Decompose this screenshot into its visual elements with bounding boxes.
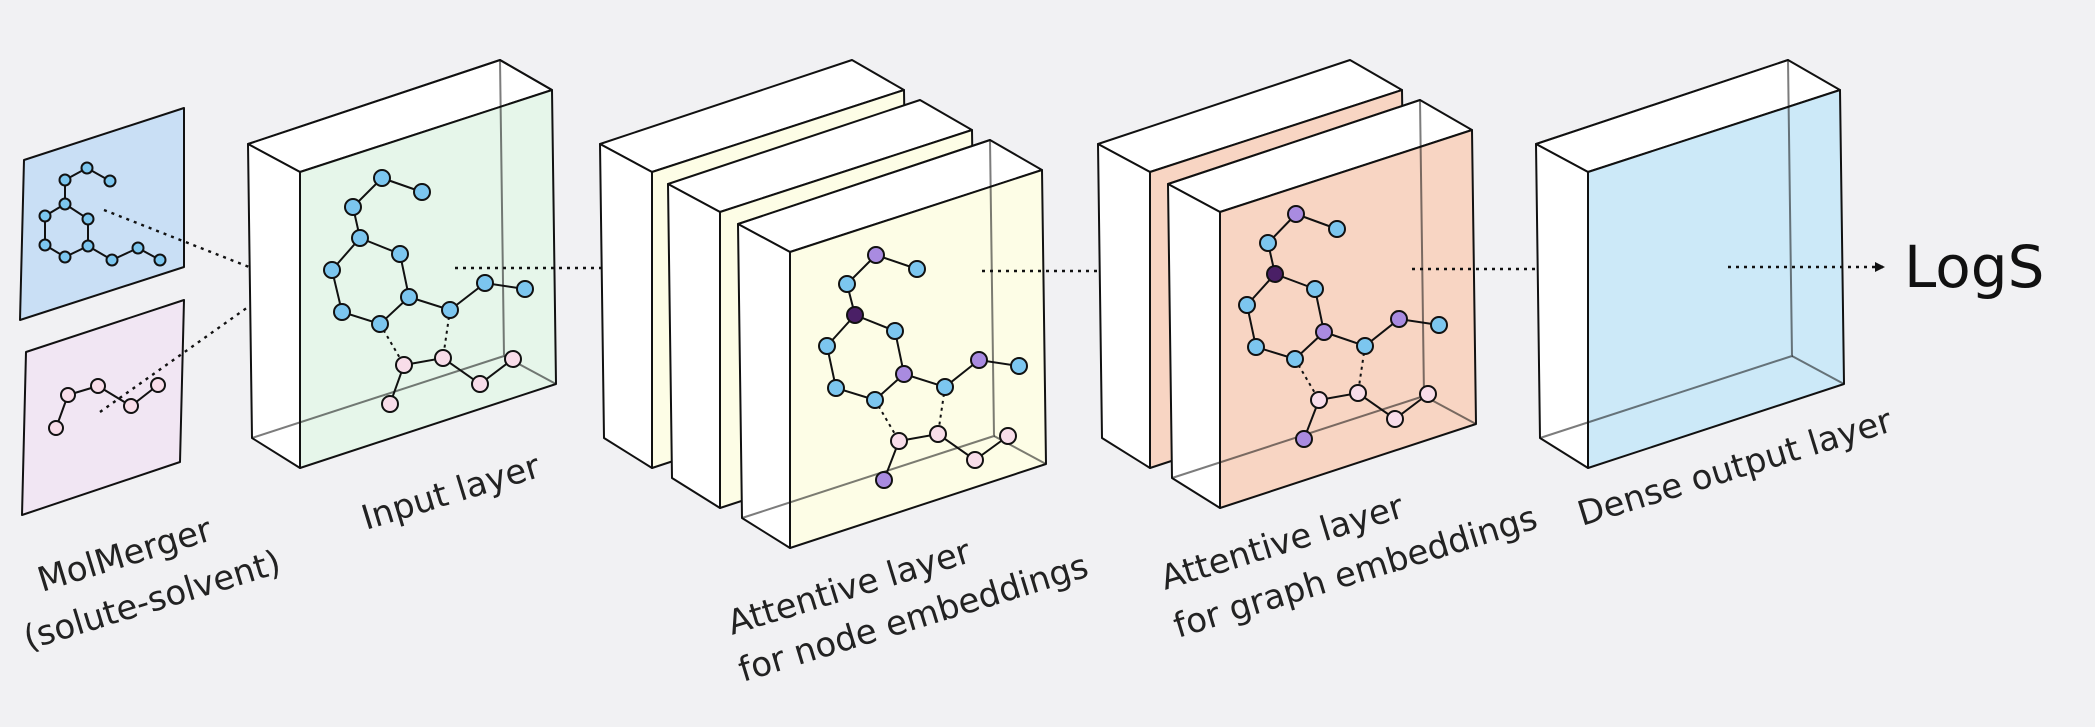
node-molecule: [818, 246, 1028, 489]
output-label: LogS: [1904, 233, 2044, 301]
node-slab-front: [737, 139, 1047, 549]
graph-slab-front: [1167, 99, 1477, 509]
solvent-molecule: [48, 377, 166, 436]
graph-molecule: [1238, 205, 1448, 448]
input-molecule: [323, 169, 534, 413]
solute-merge-arrow: [103, 208, 273, 278]
solute-panel: [19, 107, 185, 321]
solvent-panel: [21, 299, 185, 516]
dense-output-block: Dense output layer: [1535, 59, 1897, 535]
solvent-merge-arrow: [99, 289, 273, 413]
solute-molecule: [38, 161, 167, 267]
